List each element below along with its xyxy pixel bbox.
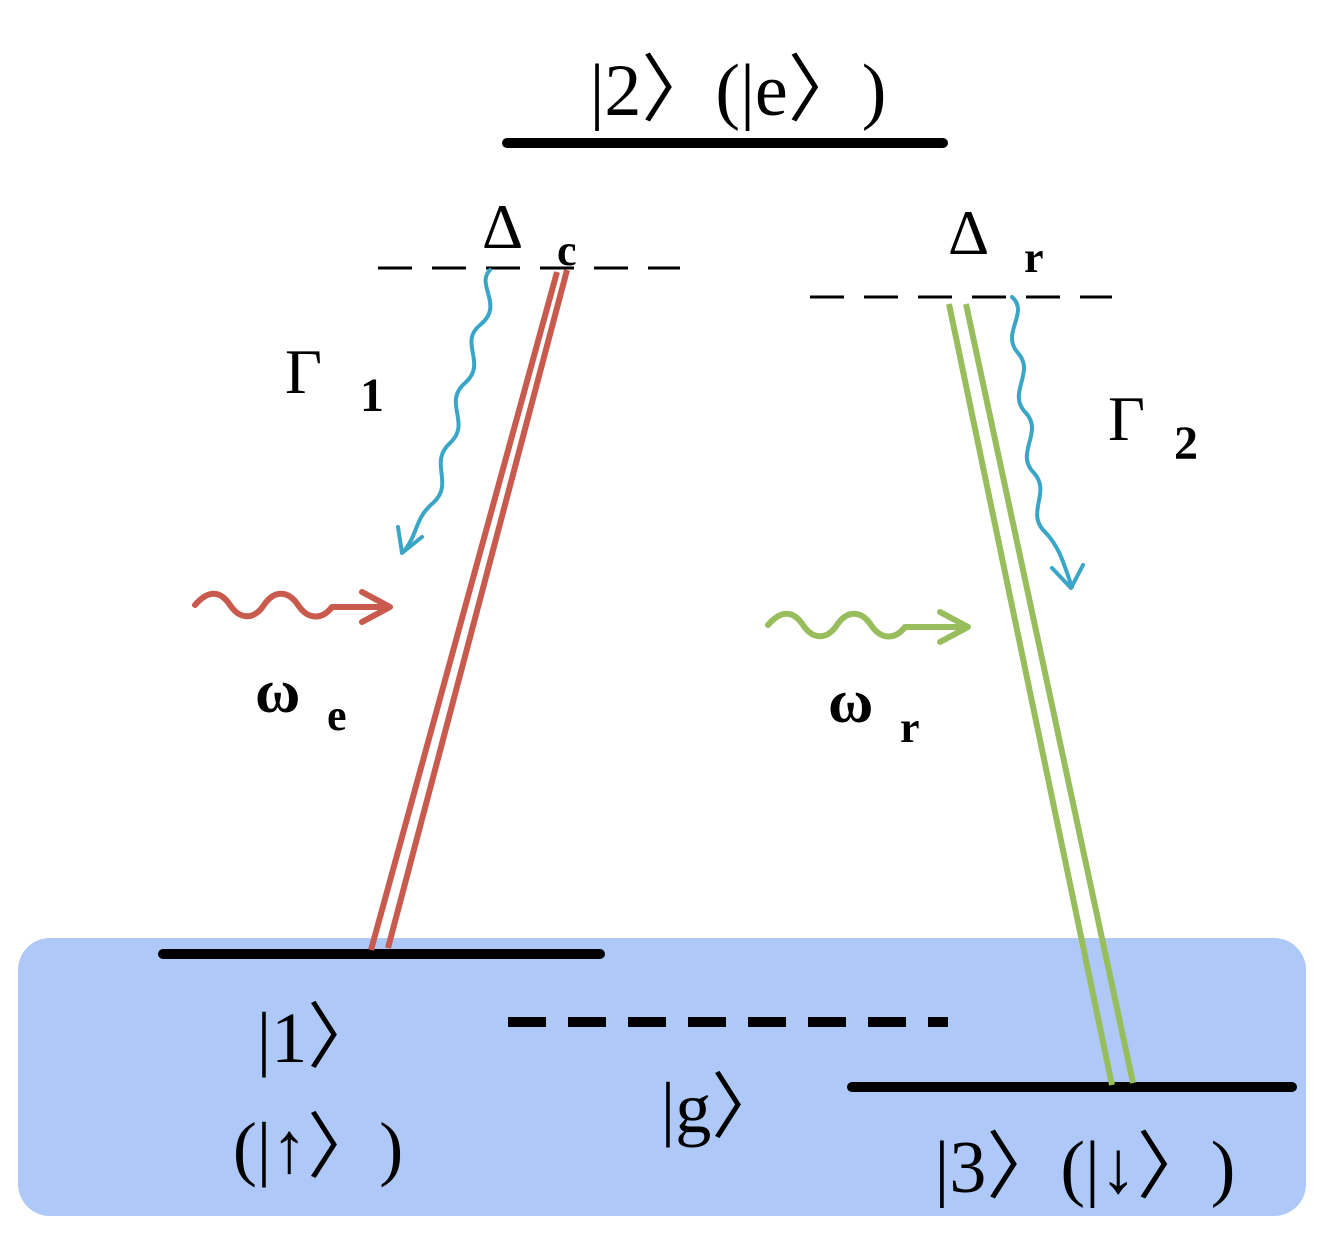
label-level-3: |3〉(|↓〉) <box>935 1127 1236 1209</box>
detuning-r-symbol: Δ <box>948 197 989 268</box>
decay-right-arrow <box>1010 295 1085 590</box>
detuning-r-sub: r <box>1024 233 1044 282</box>
decay-left-arrow <box>396 268 493 555</box>
ground-manifold-band <box>18 938 1306 1216</box>
gamma-1-sub: 1 <box>360 369 384 422</box>
omega-e-symbol: ω <box>255 658 300 726</box>
label-level-2: |2〉(|e〉) <box>590 50 887 132</box>
detuning-c-sub: c <box>557 226 577 275</box>
label-level-g: |g〉 <box>661 1068 783 1148</box>
raman-down-arrow <box>963 303 1136 1084</box>
omega-r-sub: r <box>900 703 920 752</box>
omega-r-symbol: ω <box>828 668 873 736</box>
raman-up-arrow <box>946 303 1115 1086</box>
gamma-2-symbol: Γ <box>1108 383 1145 454</box>
label-level-1-spin: (|↑〉) <box>233 1108 403 1188</box>
omega-e-sub: e <box>327 691 347 740</box>
field-omega-e-arrow <box>192 589 393 625</box>
label-level-1: |1〉 <box>257 998 379 1078</box>
gamma-1-symbol: Γ <box>285 336 322 407</box>
excitation-down-arrow <box>385 269 570 949</box>
excitation-up-arrow <box>368 271 560 951</box>
detuning-c-symbol: Δ <box>482 191 523 262</box>
field-omega-r-arrow <box>765 609 971 645</box>
raman-transition <box>946 303 1136 1086</box>
gamma-2-sub: 2 <box>1174 417 1198 470</box>
excitation-transition <box>368 269 570 951</box>
